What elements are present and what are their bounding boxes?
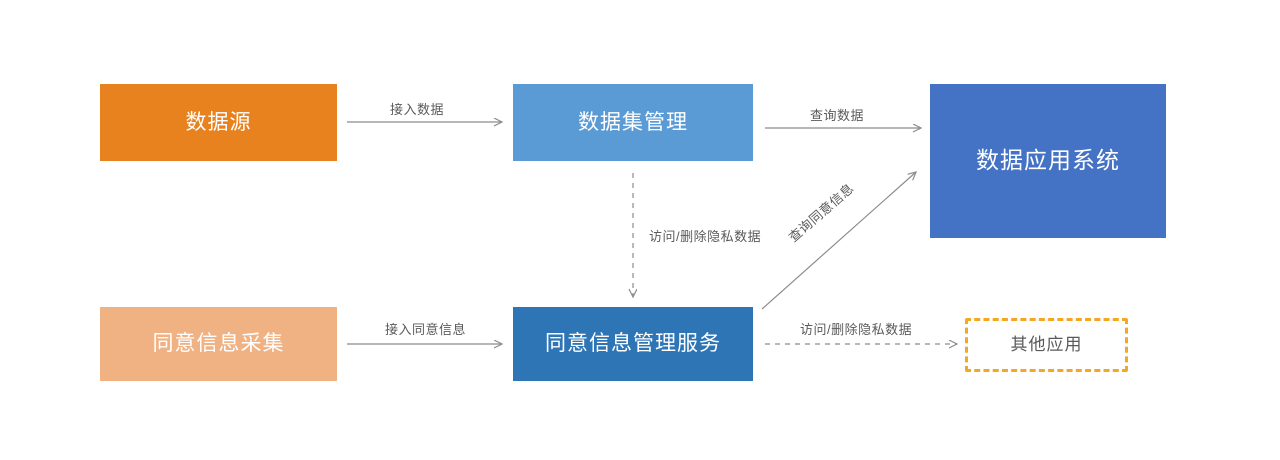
node-consent-management-service[interactable]: 同意信息管理服务 xyxy=(513,307,753,381)
node-consent-management-service-label: 同意信息管理服务 xyxy=(545,332,721,356)
node-data-application-system[interactable]: 数据应用系统 xyxy=(930,84,1166,238)
node-data-source[interactable]: 数据源 xyxy=(100,84,337,161)
node-dataset-management-label: 数据集管理 xyxy=(578,110,688,134)
edge-label-access-delete-private-data-horizontal: 访问/删除隐私数据 xyxy=(800,322,913,337)
edge-label-access-delete-private-data-vertical: 访问/删除隐私数据 xyxy=(649,229,762,244)
node-data-source-label: 数据源 xyxy=(185,110,252,134)
node-consent-collection-label: 同意信息采集 xyxy=(152,332,285,356)
node-other-applications[interactable]: 其他应用 xyxy=(965,318,1128,372)
node-other-applications-label: 其他应用 xyxy=(1010,334,1083,354)
edge-label-query-consent-info: 查询同意信息 xyxy=(785,180,857,245)
edge-label-ingest-consent: 接入同意信息 xyxy=(385,322,467,337)
edge-label-ingest-data: 接入数据 xyxy=(390,102,445,117)
edge-label-query-data: 查询数据 xyxy=(810,108,865,123)
node-dataset-management[interactable]: 数据集管理 xyxy=(513,84,753,161)
node-data-application-system-label: 数据应用系统 xyxy=(976,147,1120,174)
node-consent-collection[interactable]: 同意信息采集 xyxy=(100,307,337,381)
